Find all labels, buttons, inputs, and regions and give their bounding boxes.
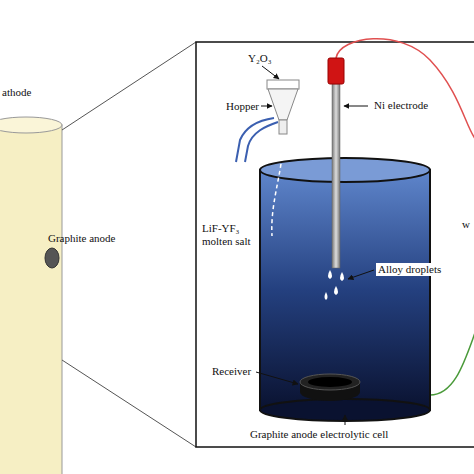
zoom-line bbox=[62, 42, 196, 130]
furnace-cylinder bbox=[0, 117, 62, 474]
detail-panel bbox=[196, 42, 474, 447]
receiver-dish bbox=[300, 374, 360, 401]
part-label: Graphite anode bbox=[48, 232, 116, 245]
ni-electrode bbox=[328, 58, 344, 268]
part-label: Graphite anode electrolytic cell bbox=[250, 428, 388, 441]
material-label: LiF-YF₃ molten salt bbox=[202, 222, 258, 248]
red-wire bbox=[336, 39, 474, 140]
zoom-line bbox=[62, 360, 196, 447]
leader-arrows bbox=[256, 66, 374, 425]
alloy-droplets bbox=[325, 270, 345, 300]
material-label: Y₂O₃ bbox=[248, 52, 272, 65]
electrolytic-cell bbox=[260, 158, 430, 421]
part-label: w bbox=[462, 218, 470, 231]
part-label: Receiver bbox=[212, 365, 251, 378]
green-wire bbox=[430, 330, 474, 395]
part-label: Ni electrode bbox=[372, 99, 430, 112]
part-label: athode bbox=[2, 86, 31, 99]
part-label: Alloy droplets bbox=[376, 263, 443, 276]
part-label: Hopper bbox=[226, 100, 259, 113]
